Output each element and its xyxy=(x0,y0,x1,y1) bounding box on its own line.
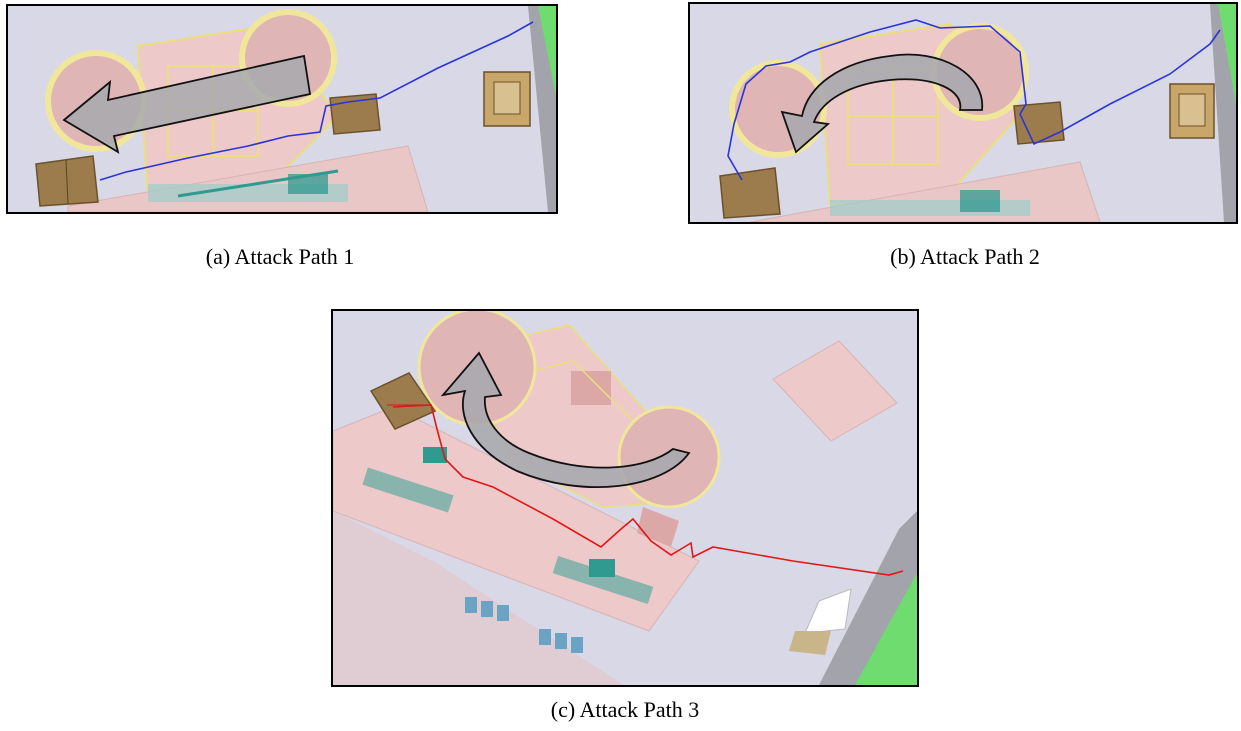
direction-arrow xyxy=(62,54,312,154)
equipment-cluster xyxy=(465,597,583,653)
wooden-shed-far xyxy=(1169,83,1215,139)
wooden-shed-right xyxy=(329,93,381,135)
attack-path-line xyxy=(392,404,904,576)
site-map-b xyxy=(690,4,1236,222)
site-map-a xyxy=(8,6,556,212)
grass-area xyxy=(855,573,917,685)
attack-path-line xyxy=(727,19,1221,181)
square-building xyxy=(772,340,898,442)
white-structure xyxy=(804,588,852,634)
caption-attack-path-1: (a) Attack Path 1 xyxy=(205,244,355,269)
direction-arrow xyxy=(780,53,983,154)
teal-equipment-4 xyxy=(589,559,615,577)
wooden-shed-left xyxy=(35,155,99,207)
teal-equipment-3 xyxy=(552,555,654,605)
direction-arrow xyxy=(440,351,691,489)
wooden-shed-far xyxy=(483,71,531,127)
teal-equipment xyxy=(960,190,1000,212)
wooden-shed-right xyxy=(1013,101,1065,145)
grass-area xyxy=(1218,4,1236,104)
attack-path-line xyxy=(99,21,534,181)
caption-attack-path-2: (b) Attack Path 2 xyxy=(890,244,1040,269)
teal-equipment-2 xyxy=(423,447,447,463)
inner-block xyxy=(571,371,611,405)
panel-attack-path-1 xyxy=(6,4,558,214)
grass-area xyxy=(538,6,556,96)
wooden-shed xyxy=(369,372,437,430)
panel-attack-path-3 xyxy=(331,309,919,687)
tan-pad xyxy=(789,631,831,655)
teal-equipment-1 xyxy=(362,467,454,513)
wooden-shed-left xyxy=(719,167,781,219)
teal-equipment xyxy=(288,174,328,194)
site-map-c xyxy=(333,311,917,685)
caption-attack-path-3: (c) Attack Path 3 xyxy=(550,697,700,722)
panel-attack-path-2 xyxy=(688,2,1238,224)
